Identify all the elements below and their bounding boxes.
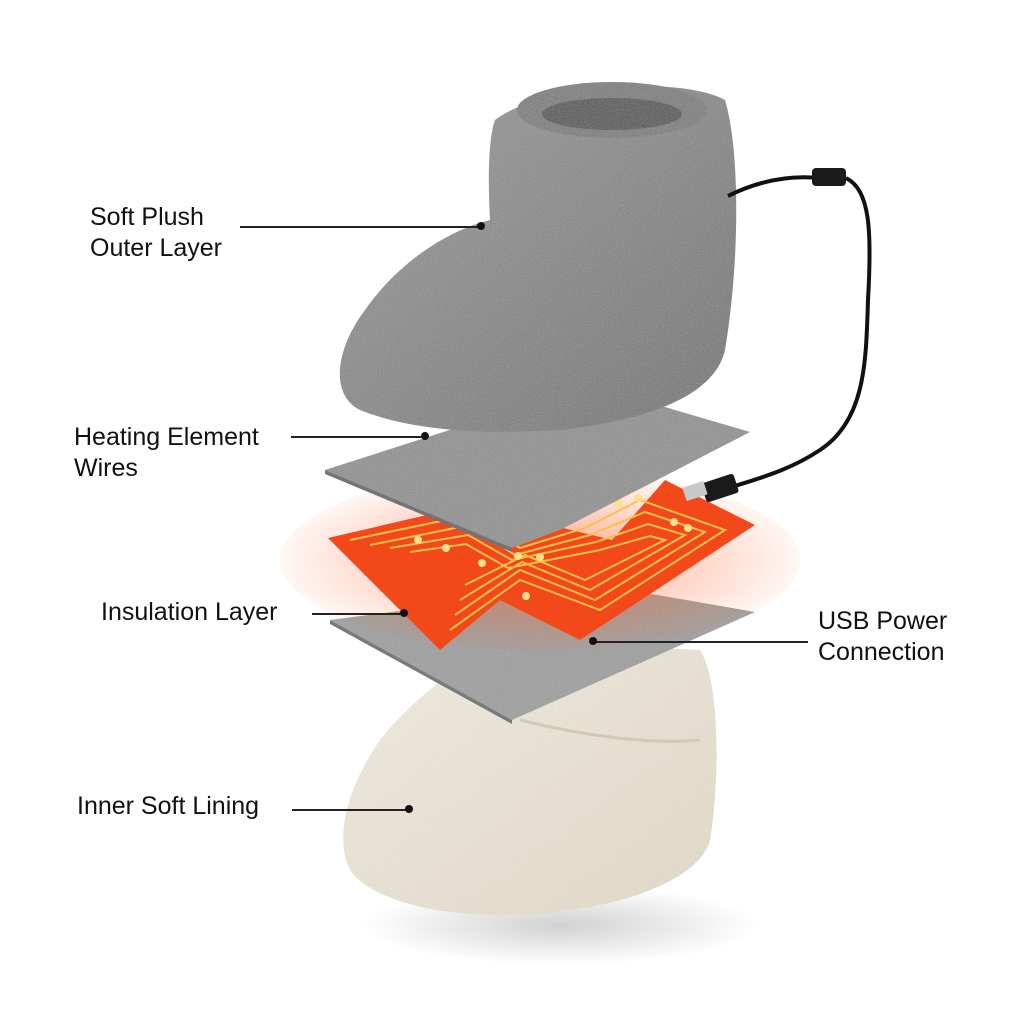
outer-plush-boot <box>339 82 737 432</box>
label-soft-plush-outer-layer: Soft Plush Outer Layer <box>90 203 223 262</box>
heating-circuit-pad <box>328 480 755 650</box>
inner-lining-boot <box>343 640 717 916</box>
heating-element-sheet <box>325 385 750 548</box>
label-inner-soft-lining: Inner Soft Lining <box>77 792 260 820</box>
leader-line-insulation <box>312 613 403 615</box>
leader-line-outer-layer <box>240 226 480 228</box>
insulation-sheet-lower-edge <box>330 620 512 724</box>
leader-dot-outer-layer <box>477 222 485 230</box>
leader-line-heating-element <box>291 436 424 438</box>
leader-dot-inner-lining <box>405 805 413 813</box>
label-insulation-layer: Insulation Layer <box>101 598 278 626</box>
label-heating-element-wires: Heating Element Wires <box>74 423 259 482</box>
label-usb-power-connection: USB Power Connection <box>818 607 948 666</box>
usb-cable <box>682 168 872 502</box>
leader-line-inner-lining <box>292 809 408 811</box>
leader-dot-insulation <box>400 609 408 617</box>
leader-line-usb-power <box>593 641 808 643</box>
leader-dot-usb-power <box>589 637 597 645</box>
heating-element-sheet-edge <box>325 470 512 552</box>
leader-dot-heating-element <box>421 432 429 440</box>
